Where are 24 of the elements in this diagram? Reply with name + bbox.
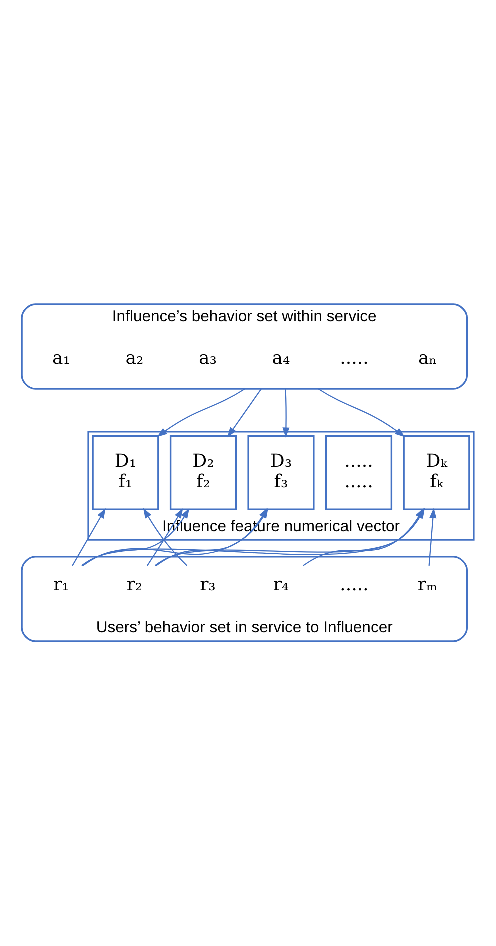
arrow [72,508,106,566]
node-text: a₃ [199,348,217,370]
node-text: r₃ [200,574,216,596]
arrow [318,388,406,438]
arrow [282,389,290,438]
node-text: r₂ [126,574,143,596]
node-box: D₂ f₂ [170,436,237,510]
node-text: r₁ [54,574,70,596]
node-text: aₙ [418,348,438,370]
node-text: a₁ [52,348,70,370]
node-box: Dₖ fₖ [403,436,470,510]
node-box: ..... ..... [325,436,393,510]
arrow [157,388,246,438]
node-box: D₁ f₁ [92,436,160,510]
node-text: ..... [340,574,369,596]
node-text: rₘ [418,574,438,596]
node-box: D₃ f₃ [248,436,315,510]
node-text: a₂ [126,348,144,370]
node-text: r₄ [273,574,290,596]
node-text: a₄ [272,348,290,370]
arrow [83,508,190,566]
node-text: ..... [340,348,369,370]
arrow [228,388,262,438]
arrow [428,508,437,566]
